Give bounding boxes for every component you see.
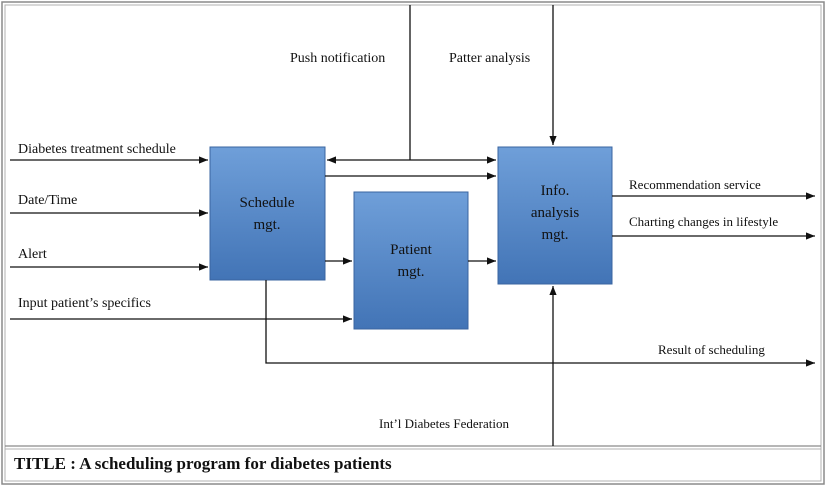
output-label-charting-changes: Charting changes in lifestyle — [629, 214, 778, 229]
info-box-line3: mgt. — [541, 227, 568, 243]
output-label-result-of-scheduling: Result of scheduling — [658, 342, 765, 357]
schedule-box-line2: mgt. — [253, 217, 280, 233]
schedule-mgt-box: Schedule mgt. — [209, 146, 326, 281]
control-label-patter-analysis: Patter analysis — [449, 51, 530, 66]
mechanism-label-intl-diabetes-federation: Int’l Diabetes Federation — [379, 416, 509, 431]
diagram-title: TITLE : A scheduling program for diabete… — [14, 454, 392, 473]
input-label-diabetes-schedule: Diabetes treatment schedule — [18, 142, 176, 157]
patient-box-line1: Patient — [390, 242, 432, 258]
output-label-recommendation: Recommendation service — [629, 177, 761, 192]
control-label-push-notification: Push notification — [290, 51, 385, 66]
patient-box-line2: mgt. — [397, 264, 424, 280]
patient-mgt-box: Patient mgt. — [353, 191, 469, 330]
info-analysis-mgt-box: Info. analysis mgt. — [497, 146, 613, 285]
schedule-box-line1: Schedule — [240, 195, 295, 211]
diagram-inner-frame — [4, 4, 822, 482]
output-arrow-result-of-scheduling — [265, 280, 815, 367]
info-box-line2: analysis — [531, 205, 579, 221]
info-box-line1: Info. — [541, 183, 570, 199]
input-label-alert: Alert — [18, 247, 47, 262]
input-label-patient-specifics: Input patient’s specifics — [18, 296, 151, 311]
input-label-date-time: Date/Time — [18, 193, 77, 208]
